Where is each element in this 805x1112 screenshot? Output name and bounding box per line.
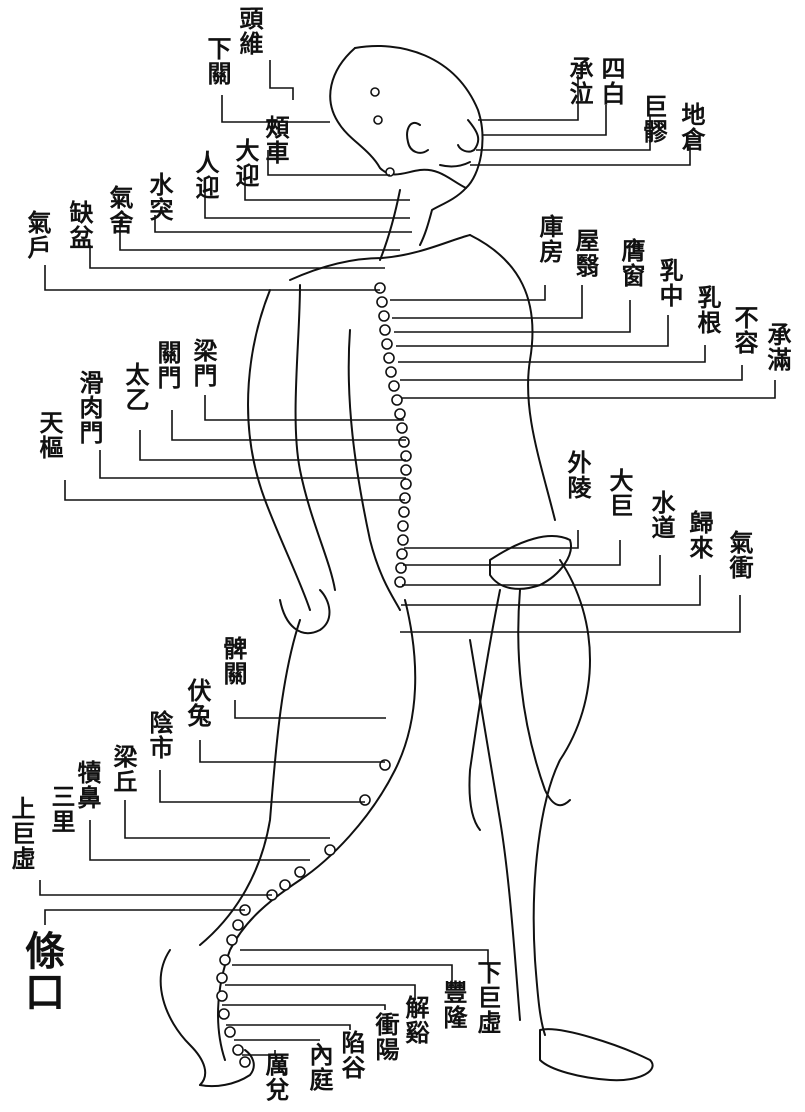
label-liangqiu: 梁丘 <box>109 744 138 794</box>
thigh-back <box>199 619 301 946</box>
label-lidui: 厲兌 <box>261 1052 290 1102</box>
label-juliao: 巨髎 <box>639 94 668 144</box>
label-qichong: 氣衝 <box>725 530 754 580</box>
label-guilai: 歸來 <box>685 510 714 560</box>
back-leg-back <box>469 639 521 1021</box>
foot <box>159 949 207 1086</box>
label-touwei: 頭維 <box>235 6 264 56</box>
label-liangmen: 梁門 <box>189 338 218 388</box>
label-quepen: 缺盆 <box>65 200 94 250</box>
belly-back <box>347 329 401 611</box>
label-guanmen: 關門 <box>153 340 182 390</box>
label-qihu: 氣戶 <box>23 210 52 260</box>
label-qishe: 氣舍 <box>105 185 134 235</box>
label-rugen: 乳根 <box>693 285 722 335</box>
label-xiangu: 陷谷 <box>337 1030 366 1080</box>
nose <box>457 119 480 153</box>
label-dubi: 犢鼻 <box>73 760 102 810</box>
label-fenglong: 豐隆 <box>439 980 468 1030</box>
back-line <box>289 234 471 281</box>
label-sanli: 三里 <box>47 784 76 834</box>
label-renying: 人迎 <box>191 150 220 200</box>
label-chengman: 承滿 <box>763 322 792 372</box>
label-futu: 伏兔 <box>183 678 212 728</box>
cloth <box>489 535 572 590</box>
label-tiaokou: 條口 <box>18 930 65 1012</box>
leader-lines <box>39 60 776 1056</box>
back-leg-front <box>532 559 591 1036</box>
arm-back <box>294 284 336 591</box>
hand <box>279 589 331 635</box>
meridian-points <box>216 87 412 1068</box>
neck <box>379 189 401 261</box>
label-xiajuxu: 下巨虛 <box>473 960 502 1035</box>
label-jiache: 頰車 <box>261 115 290 165</box>
label-xiaguan: 下關 <box>203 36 232 86</box>
label-chongyang: 衝陽 <box>371 1012 400 1062</box>
label-dicang: 地倉 <box>677 102 706 152</box>
label-biguan: 髀關 <box>219 636 248 686</box>
arm-front <box>247 289 311 611</box>
sandal <box>539 1028 654 1082</box>
label-sibai: 四白 <box>597 56 626 106</box>
label-huaroumen: 滑肉門 <box>75 370 104 445</box>
chest-front <box>469 234 556 521</box>
label-yinshi: 陰市 <box>145 710 174 760</box>
label-taiyi: 太乙 <box>121 362 150 412</box>
label-chengqi: 承泣 <box>565 56 594 106</box>
label-daju: 大巨 <box>605 468 634 518</box>
face-outline <box>329 47 467 189</box>
label-kufang: 庫房 <box>535 214 564 264</box>
label-yingchuang: 膺窗 <box>617 238 646 288</box>
label-jiexi: 解谿 <box>401 995 430 1045</box>
label-wailing: 外陵 <box>563 450 592 500</box>
label-daying: 大迎 <box>231 138 260 188</box>
label-shuitu: 水突 <box>145 172 174 222</box>
label-neiting: 內庭 <box>305 1042 334 1092</box>
cloth-tail <box>468 589 501 831</box>
label-shangjuxu: 上巨虛 <box>7 796 36 871</box>
ear <box>406 122 429 154</box>
mouth <box>439 161 471 168</box>
label-burong: 不容 <box>730 305 759 355</box>
label-shuidao: 水道 <box>647 490 676 540</box>
label-ruzhong: 乳中 <box>655 258 684 308</box>
head-outline <box>354 45 484 246</box>
label-tianshu: 天樞 <box>35 410 64 460</box>
cloth-tail-2 <box>517 589 571 807</box>
label-wuyi: 屋翳 <box>571 228 600 278</box>
